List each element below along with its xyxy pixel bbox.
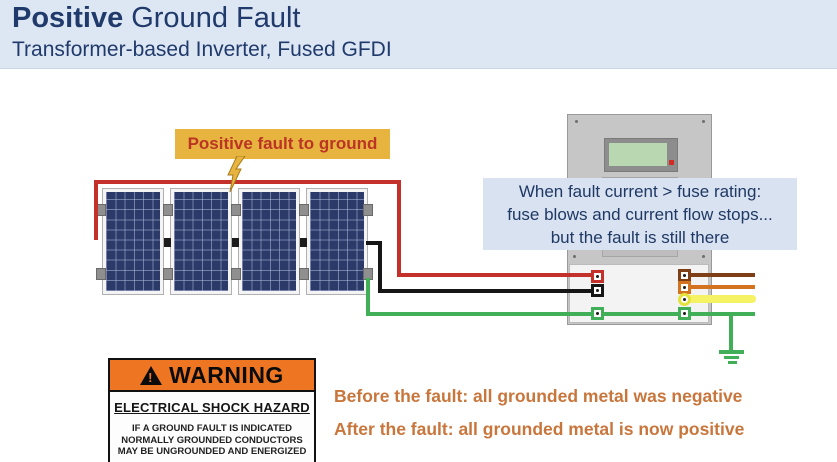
pv-panel-4: [306, 188, 368, 295]
earth-ground-icon: [719, 350, 744, 354]
inverter-display: [604, 138, 678, 172]
dc-ground-terminal: [591, 307, 604, 320]
mount-clip: [96, 268, 106, 280]
earth-ground-icon: [728, 361, 737, 364]
screw-icon: [702, 120, 705, 123]
ac-ground-terminal: [678, 307, 691, 320]
panel-connector: [232, 238, 239, 247]
inverter-lcd-screen: [609, 143, 667, 166]
after-fault-statement: After the fault: all grounded metal is n…: [334, 419, 745, 439]
ground-wire-drop: [366, 278, 370, 316]
dc-negative-terminal: [591, 284, 604, 297]
page-subtitle: Transformer-based Inverter, Fused GFDI: [12, 38, 392, 61]
ac-line2-wire: [684, 285, 755, 289]
positive-wire-top-run: [94, 180, 401, 184]
warning-title: WARNING: [169, 361, 284, 388]
earth-ground-icon: [724, 356, 739, 359]
ac-line2-terminal: [678, 281, 691, 294]
mount-clip: [299, 204, 309, 216]
negative-wire-stub: [366, 241, 382, 245]
before-fault-statement: Before the fault: all grounded metal was…: [334, 386, 743, 406]
ground-electrode-wire: [729, 312, 733, 352]
lightning-bolt-icon: [227, 156, 246, 192]
warning-body-line-2: NORMALLY GROUNDED CONDUCTORS: [121, 434, 303, 446]
pv-cells: [242, 192, 296, 291]
warning-triangle-icon: [140, 365, 163, 385]
note-line-3: but the fault is still there: [550, 228, 730, 247]
fault-callout-label: Positive fault to ground: [175, 129, 390, 159]
screw-icon: [573, 255, 576, 258]
mount-clip: [163, 204, 173, 216]
pv-cells: [174, 192, 228, 291]
ac-line1-wire: [684, 273, 755, 277]
pv-cells: [310, 192, 364, 291]
pv-panel-1: [102, 188, 164, 295]
ac-line1-terminal: [678, 269, 691, 282]
ac-neutral-wire: [684, 295, 756, 303]
warning-sticker: WARNING ELECTRICAL SHOCK HAZARD IF A GRO…: [108, 358, 316, 462]
page-title-emphasis: Positive: [12, 2, 124, 34]
warning-body-line-3: MAY BE UNGROUNDED AND ENERGIZED: [117, 446, 307, 457]
negative-wire-drop: [378, 241, 382, 293]
mount-clip: [163, 268, 173, 280]
warning-body-line-1: IF A GROUND FAULT IS INDICATED: [132, 423, 292, 434]
positive-wire-drop: [397, 180, 401, 277]
ground-wire-run: [366, 312, 755, 316]
panel-connector: [300, 238, 307, 247]
slide-header: [0, 0, 837, 69]
page-title-rest: Ground Fault: [131, 2, 301, 34]
note-line-1: When fault current > fuse rating:: [518, 182, 762, 201]
pv-panel-2: [170, 188, 232, 295]
note-line-2: fuse blows and current flow stops...: [507, 205, 773, 224]
warning-header: WARNING: [110, 360, 314, 392]
ac-neutral-terminal: [678, 293, 691, 306]
fuse-note-box: When fault current > fuse rating: fuse b…: [483, 178, 797, 250]
pv-cells: [106, 192, 160, 291]
warning-body-text: IF A GROUND FAULT IS INDICATED NORMALLY …: [110, 423, 314, 458]
positive-wire-left-riser: [94, 180, 98, 240]
warning-hazard-text: ELECTRICAL SHOCK HAZARD: [114, 400, 310, 415]
mount-clip: [299, 268, 309, 280]
inverter-fault-led: [669, 160, 674, 165]
mount-clip: [363, 204, 373, 216]
mount-clip: [231, 268, 241, 280]
screw-icon: [702, 255, 705, 258]
screw-icon: [575, 120, 578, 123]
pv-panel-3: [238, 188, 300, 295]
dc-positive-terminal: [591, 270, 604, 283]
mount-clip: [231, 204, 241, 216]
panel-connector: [164, 238, 171, 247]
positive-wire-to-inverter: [397, 273, 598, 277]
negative-wire-to-inverter: [378, 289, 598, 293]
